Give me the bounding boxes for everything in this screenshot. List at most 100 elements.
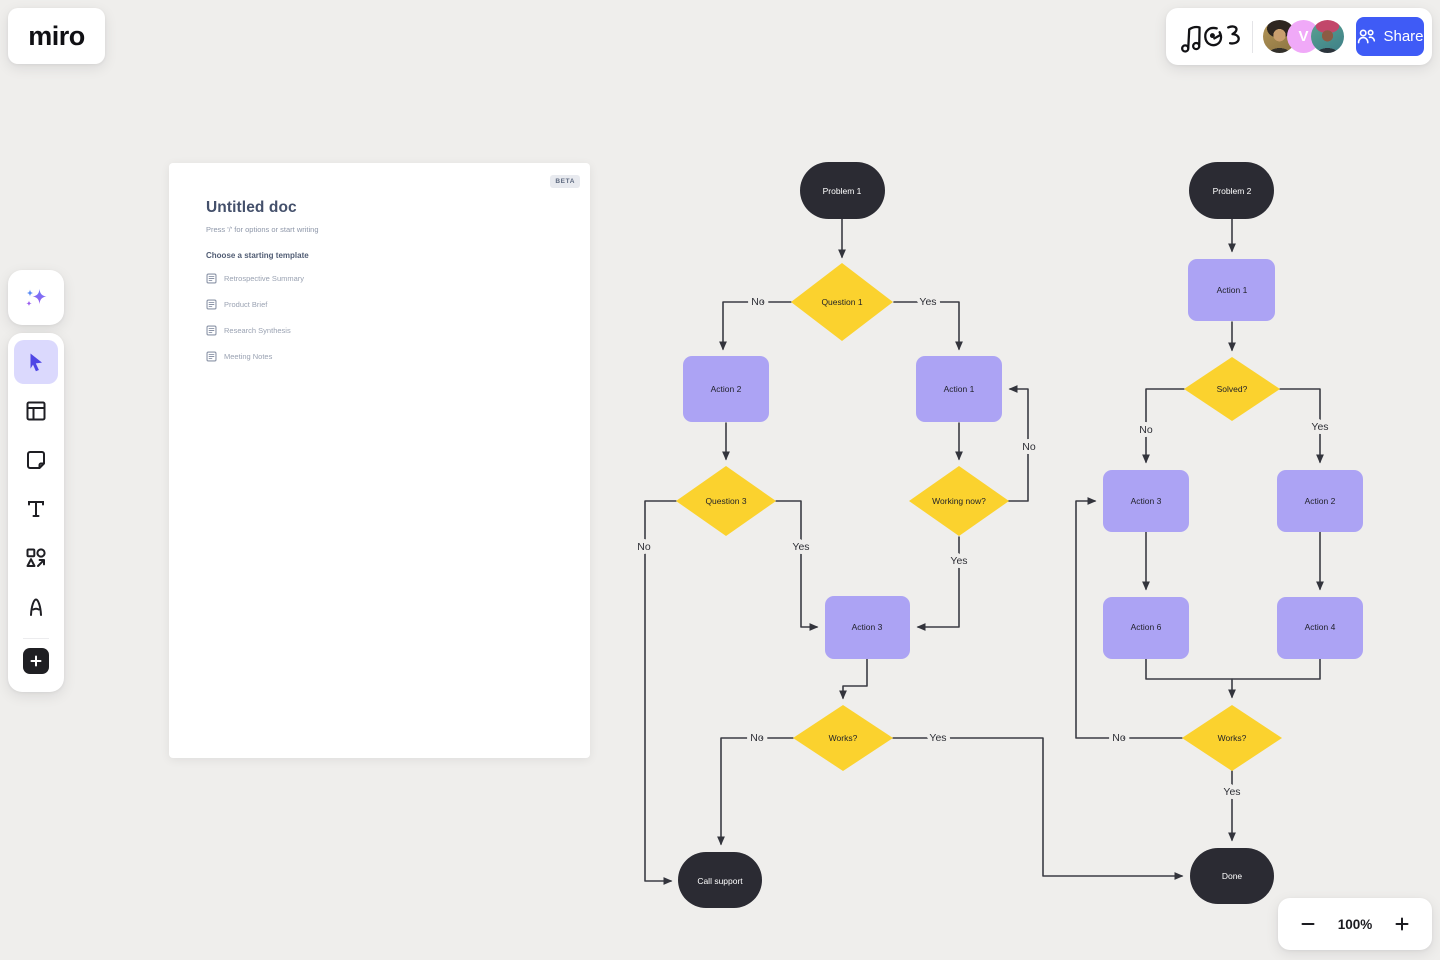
template-label: Meeting Notes [224,352,273,361]
plus-icon [1395,917,1409,931]
node-works-right[interactable]: Works? [1182,705,1282,771]
document-icon [206,351,217,362]
edge-label: Yes [1223,786,1240,798]
zoom-level[interactable]: 100% [1337,916,1373,932]
text-icon [28,501,44,517]
template-list: Retrospective Summary Product Brief Rese… [206,271,590,364]
node-label: Works? [1218,733,1247,743]
node-label: Action 1 [1217,285,1248,295]
share-button[interactable]: Share [1356,17,1424,56]
shapes-tool-button[interactable] [14,536,58,580]
node-label: Action 6 [1131,622,1162,632]
template-item-product-brief[interactable]: Product Brief [206,297,590,312]
template-label: Research Synthesis [224,326,291,335]
doc-subtitle[interactable]: Press '/' for options or start writing [206,225,319,234]
node-working-now[interactable]: Working now? [909,466,1009,536]
select-tool-button[interactable] [14,340,58,384]
sticky-note-tool-button[interactable] [14,438,58,482]
frame-icon [26,401,46,421]
node-action-3-left[interactable]: Action 3 [825,596,910,659]
edge-label: No [1112,732,1126,744]
divider [1252,20,1253,53]
edge-label: No [637,541,651,553]
templates-heading: Choose a starting template [206,251,309,260]
connector[interactable] [717,737,794,846]
document-icon [206,325,217,336]
node-action-2-left[interactable]: Action 2 [683,356,769,422]
doc-card[interactable]: BETA Untitled doc Press '/' for options … [169,163,590,758]
edge-label: No [751,296,765,308]
connector[interactable] [775,500,819,631]
node-works-left[interactable]: Works? [793,705,893,771]
node-label: Call support [697,876,743,886]
avatar[interactable] [1311,20,1344,53]
frames-tool-button[interactable] [14,389,58,433]
node-label: Action 3 [852,622,883,632]
node-label: Action 3 [1131,496,1162,506]
node-label: Action 4 [1305,622,1336,632]
connector[interactable] [1231,658,1321,680]
connector[interactable] [1006,385,1029,502]
connector[interactable] [719,301,792,351]
node-question-3[interactable]: Question 3 [676,466,776,536]
doc-title[interactable]: Untitled doc [206,199,297,216]
connector-lines [644,218,1324,885]
connector[interactable] [893,301,963,351]
node-call-support[interactable]: Call support [678,852,762,908]
connector[interactable] [1279,388,1324,464]
node-action-3-right[interactable]: Action 3 [1103,470,1189,532]
node-action-4[interactable]: Action 4 [1277,597,1363,659]
edge-label: Yes [1311,421,1328,433]
connector[interactable] [644,500,677,885]
template-item-meeting-notes[interactable]: Meeting Notes [206,349,590,364]
connector[interactable] [1142,388,1185,464]
template-item-retrospective-summary[interactable]: Retrospective Summary [206,271,590,286]
node-label: Solved? [1217,384,1248,394]
template-item-research-synthesis[interactable]: Research Synthesis [206,323,590,338]
node-action-1-left[interactable]: Action 1 [916,356,1002,422]
pen-tool-button[interactable] [14,585,58,629]
node-label: Working now? [932,496,986,506]
pen-icon [30,598,42,616]
edge-label: Yes [929,732,946,744]
node-label: Problem 1 [823,186,862,196]
template-label: Product Brief [224,300,268,309]
node-action-2-right[interactable]: Action 2 [1277,470,1363,532]
add-tools-button[interactable] [23,648,49,674]
connector[interactable] [839,658,868,700]
cursor-icon [30,353,42,372]
edge-label: No [1022,441,1036,453]
node-solved[interactable]: Solved? [1184,357,1280,421]
collaborator-avatars: V [1263,20,1344,53]
app-logo-card[interactable]: miro [8,8,105,64]
hand-drawn-doodle[interactable] [1176,16,1246,58]
document-icon [206,273,217,284]
people-icon [1358,29,1376,44]
connector[interactable] [1145,658,1236,699]
connector[interactable] [916,536,960,631]
node-done[interactable]: Done [1190,848,1274,904]
node-label: Question 1 [821,297,862,307]
zoom-out-button[interactable] [1294,910,1322,938]
node-action-1-right[interactable]: Action 1 [1188,259,1275,321]
node-label: Action 1 [944,384,975,394]
connector[interactable] [1075,497,1183,739]
top-right-bar: V Share [1166,8,1432,65]
sparkles-icon [26,288,47,306]
node-label: Problem 2 [1213,186,1252,196]
connector[interactable] [892,737,1184,880]
document-icon [206,299,217,310]
node-action-6[interactable]: Action 6 [1103,597,1189,659]
node-problem-1[interactable]: Problem 1 [800,162,885,219]
node-question-1[interactable]: Question 1 [791,263,893,341]
avatar-initial: V [1298,28,1309,45]
zoom-in-button[interactable] [1388,910,1416,938]
node-problem-2[interactable]: Problem 2 [1189,162,1274,219]
sticky-note-icon [27,451,45,469]
beta-badge: BETA [550,175,580,188]
node-label: Action 2 [711,384,742,394]
text-tool-button[interactable] [14,487,58,531]
ai-assist-button[interactable] [8,270,64,325]
shapes-icon [26,548,46,567]
